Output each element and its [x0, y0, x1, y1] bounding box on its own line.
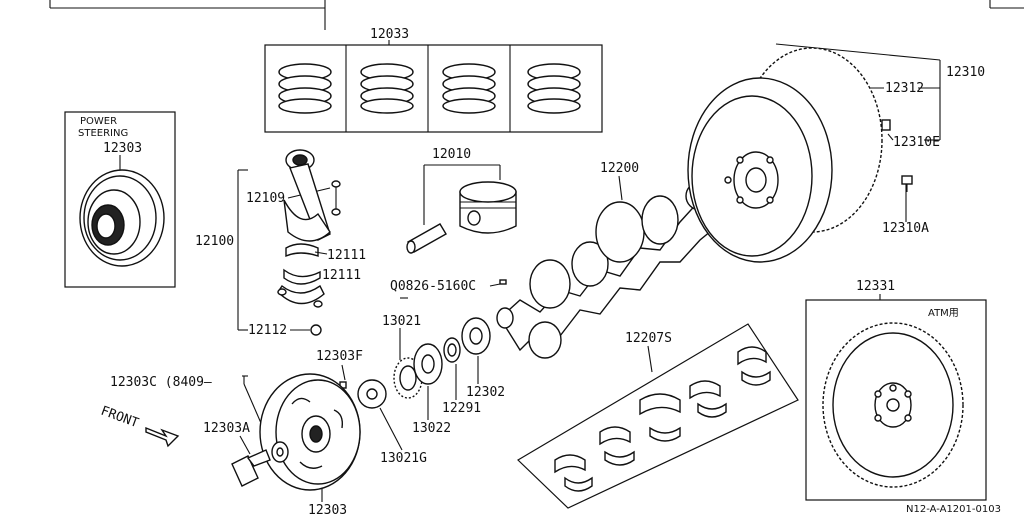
- ring-set-4: [527, 63, 581, 114]
- bearing-lower-icon: [283, 268, 321, 285]
- front-arrow-group: FRONT: [99, 404, 180, 448]
- spacer-icon: [461, 317, 491, 355]
- label-atm-plate: 12331: [856, 279, 895, 294]
- main-bearing-shells-icon: [554, 346, 771, 492]
- pulley-washer-group: [271, 441, 289, 463]
- label-spacer: 12302: [466, 385, 505, 400]
- sprocket-group: 13021: [382, 314, 423, 399]
- label-pulley-bolt: 12303A: [203, 421, 250, 436]
- key-group: Q0826-5160C: [390, 279, 507, 299]
- front-arrow-icon: [145, 426, 180, 448]
- label-bearing-upper: 12111: [327, 248, 366, 263]
- piston-group: 12010: [406, 147, 517, 254]
- piston-icon: [459, 181, 517, 234]
- sprocket-icon: [393, 357, 423, 399]
- label-piston: 12010: [432, 147, 471, 162]
- label-chain-gear: 13022: [412, 421, 451, 436]
- label-pulley-key: 12303F: [316, 349, 363, 364]
- rod-cap-icon: [277, 284, 325, 308]
- piston-pin-icon: [406, 223, 447, 254]
- dowel-icon: [881, 119, 891, 131]
- ring-set-1: [278, 63, 332, 114]
- crank-pulley-icon: [259, 373, 361, 491]
- flywheel-icon: [687, 47, 883, 263]
- washer-group: 12291: [442, 337, 481, 416]
- label-crankshaft: 12200: [600, 161, 639, 176]
- label-key: Q0826-5160C: [390, 279, 476, 294]
- main-bearings-group: 12207S: [517, 323, 799, 509]
- label-guide: 13021G: [380, 451, 427, 466]
- power-steering-group: POWER STEERING 12303: [64, 111, 176, 288]
- chain-gear-icon: [413, 343, 443, 385]
- label-rod: 12109: [246, 191, 285, 206]
- label-atm-note: ATM用: [928, 308, 959, 319]
- ring-set-2: [360, 63, 414, 114]
- label-crank-pulley: 12303: [308, 503, 347, 518]
- pulley-bolt-icon: [231, 449, 271, 487]
- crankshaft-group: 12200: [496, 161, 723, 359]
- label-main-bearings: 12207S: [625, 331, 672, 346]
- guide-group: 13021G: [357, 379, 427, 466]
- label-piston-rings: 12033: [370, 27, 409, 42]
- label-washer: 12291: [442, 401, 481, 416]
- label-steering: STEERING: [78, 128, 128, 139]
- guide-icon: [357, 379, 387, 409]
- label-rod-nut: 12112: [248, 323, 287, 338]
- ring-set-3: [442, 63, 496, 114]
- crankshaft-icon: [496, 181, 723, 359]
- spacer-group: 12302: [461, 317, 505, 400]
- label-sprocket: 13021: [382, 314, 421, 329]
- label-rod-assembly: 12100: [195, 234, 234, 249]
- label-ring-gear: 12312: [885, 81, 924, 96]
- label-flywheel-bolt: 12310A: [882, 221, 929, 236]
- label-drive-plate-set: 12310: [946, 65, 985, 80]
- rod-nut-icon: [310, 324, 322, 336]
- rod-assembly-group: 12100 12109 12111 12111 12112: [195, 149, 366, 338]
- piston-rings-group: 12033: [264, 27, 603, 133]
- flywheel-bolt-icon: [901, 175, 913, 192]
- atm-drive-plate-group: 12331 ATM用 N12-A-A1201-0103: [805, 279, 1001, 515]
- connecting-rod-icon: [283, 149, 341, 242]
- label-ref-code: N12-A-A1201-0103: [906, 504, 1001, 515]
- label-bearing-lower: 12111: [322, 268, 361, 283]
- pulley-bolt-group: 12303A: [203, 421, 271, 487]
- bearing-upper-icon: [285, 243, 319, 258]
- flywheel-group: 12310 12312 12310E 12310A: [687, 43, 985, 263]
- ps-pulley-icon: [79, 169, 165, 267]
- label-note-12303c: 12303C (8409—: [110, 375, 212, 390]
- page-border: [49, 0, 1024, 30]
- label-dowel: 12310E: [893, 135, 940, 150]
- chain-gear-group: 13022: [412, 343, 451, 436]
- label-front: FRONT: [99, 404, 141, 432]
- atm-plate-icon: [822, 322, 964, 488]
- label-ps-pulley: 12303: [103, 141, 142, 156]
- crank-pulley-group: 12303: [259, 373, 361, 518]
- label-power: POWER: [80, 116, 117, 127]
- pulley-key-group: 12303F: [316, 349, 363, 389]
- washer-icon: [443, 337, 461, 363]
